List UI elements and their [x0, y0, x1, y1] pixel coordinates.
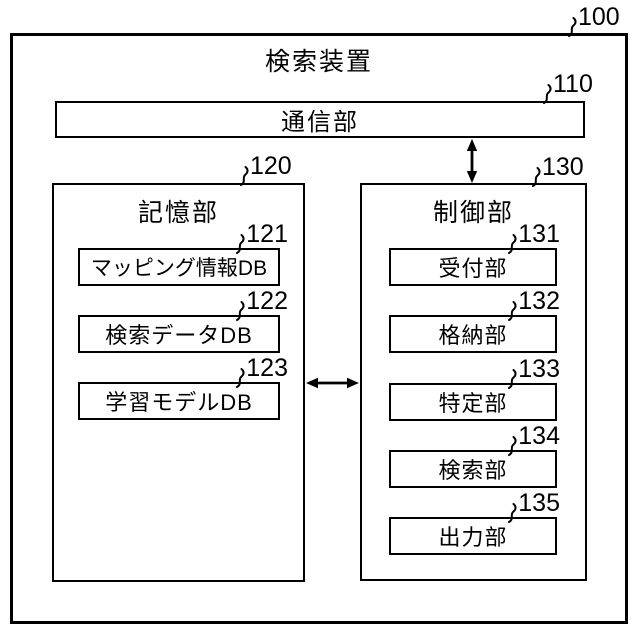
storage-unit-title: 記憶部 — [137, 199, 219, 227]
device-box — [10, 33, 628, 624]
storage-item-label: マッピング情報DB — [90, 257, 268, 280]
ref-label-134: 134 — [507, 422, 560, 456]
control-item-label: 出力部 — [438, 525, 508, 550]
ref-label-110: 110 — [542, 70, 593, 104]
ref-label-120: 120 — [239, 152, 292, 186]
ref-label-123: 123 — [235, 354, 288, 388]
control-item-identification: 特定部 — [389, 383, 557, 421]
lead-line-icon — [236, 301, 245, 321]
ref-label-133: 133 — [507, 355, 560, 389]
ref-number: 121 — [246, 220, 288, 248]
lead-line-icon — [240, 166, 249, 186]
storage-item-learning-model-db: 学習モデルDB — [78, 382, 280, 420]
ref-number: 133 — [518, 355, 560, 383]
control-item-storing: 格納部 — [389, 315, 557, 353]
ref-number: 134 — [518, 422, 560, 450]
ref-label-132: 132 — [507, 287, 560, 321]
ref-number: 123 — [246, 354, 288, 382]
device-title: 検索装置 — [264, 48, 373, 76]
ref-number: 135 — [518, 489, 560, 517]
control-unit-title: 制御部 — [432, 199, 514, 227]
ref-number: 130 — [542, 153, 584, 181]
ref-label-121: 121 — [235, 220, 288, 254]
lead-line-icon — [508, 369, 517, 389]
lead-line-icon — [236, 234, 245, 254]
control-item-label: 格納部 — [438, 323, 508, 348]
ref-number: 132 — [518, 287, 560, 315]
comm-unit-box: 通信部 — [55, 101, 585, 138]
ref-label-122: 122 — [235, 287, 288, 321]
storage-unit-box: 記憶部 — [52, 183, 305, 582]
control-item-search: 検索部 — [389, 450, 557, 488]
control-item-label: 検索部 — [438, 458, 508, 483]
control-unit-box: 制御部 — [360, 183, 587, 581]
lead-line-icon — [508, 301, 517, 321]
comm-unit-label: 通信部 — [281, 109, 359, 136]
ref-label-135: 135 — [507, 489, 560, 523]
ref-number: 110 — [553, 70, 593, 98]
storage-item-mapping-db: マッピング情報DB — [78, 248, 280, 286]
lead-line-icon — [568, 17, 577, 37]
control-item-output: 出力部 — [389, 517, 557, 555]
control-item-label: 受付部 — [438, 256, 508, 281]
storage-item-search-data-db: 検索データDB — [78, 315, 280, 353]
ref-label-100: 100 — [567, 3, 620, 37]
ref-number: 131 — [518, 220, 560, 248]
ref-number: 100 — [578, 3, 620, 31]
ref-number: 122 — [246, 287, 288, 315]
lead-line-icon — [508, 436, 517, 456]
ref-label-131: 131 — [507, 220, 560, 254]
control-item-reception: 受付部 — [389, 248, 557, 286]
lead-line-icon — [508, 503, 517, 523]
ref-number: 120 — [250, 152, 292, 180]
storage-item-label: 検索データDB — [105, 323, 253, 348]
lead-line-icon — [543, 84, 552, 104]
storage-item-label: 学習モデルDB — [105, 390, 253, 415]
lead-line-icon — [532, 167, 541, 187]
lead-line-icon — [236, 368, 245, 388]
control-item-label: 特定部 — [438, 391, 508, 416]
ref-label-130: 130 — [531, 153, 584, 187]
lead-line-icon — [508, 234, 517, 254]
